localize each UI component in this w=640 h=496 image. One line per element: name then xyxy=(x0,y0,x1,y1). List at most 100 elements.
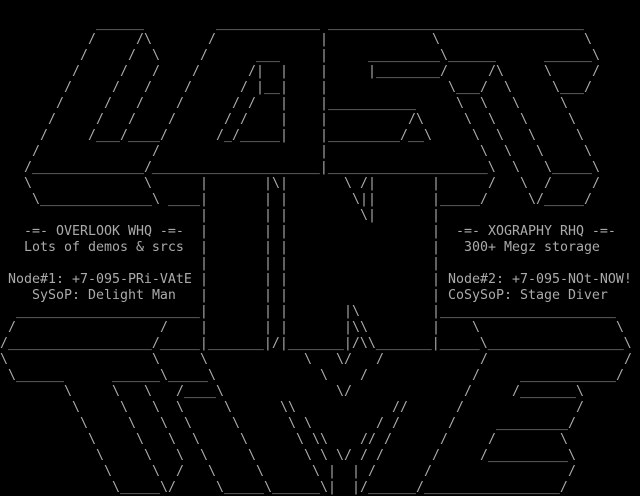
art-segment: \ xyxy=(152,464,160,479)
node2-title: -=- XOGRAPHY RHQ -=- xyxy=(456,224,616,239)
art-segment: \ xyxy=(152,352,160,367)
art-segment: | xyxy=(264,192,272,207)
art-segment: \ xyxy=(504,144,512,159)
art-segment: _____________ xyxy=(216,16,320,31)
art-segment: \ xyxy=(176,400,184,415)
art-segment: / xyxy=(472,368,480,383)
art-segment: | xyxy=(320,48,328,63)
art-segment: / xyxy=(424,464,432,479)
art-segment: | xyxy=(264,288,272,303)
art-segment: \ xyxy=(480,96,488,111)
art-segment: / xyxy=(40,128,48,143)
art-segment: | xyxy=(320,144,328,159)
art-segment: \ xyxy=(152,400,160,415)
art-segment: \ xyxy=(568,112,576,127)
art-segment: | xyxy=(280,112,288,127)
art-segment: / xyxy=(64,80,72,95)
art-segment: \ xyxy=(304,352,312,367)
art-segment: | xyxy=(200,288,208,303)
art-segment: \\ xyxy=(312,432,328,447)
art-segment: / xyxy=(440,432,448,447)
art-segment: ______\_____\ xyxy=(112,368,216,383)
art-segment: \ xyxy=(144,384,152,399)
art-segment: \ xyxy=(184,416,192,431)
art-segment: / xyxy=(176,96,184,111)
art-segment: / xyxy=(88,32,96,47)
art-segment: / xyxy=(568,464,576,479)
art-segment: / xyxy=(112,80,120,95)
art-segment: / xyxy=(376,416,384,431)
art-segment: /\ xyxy=(408,112,424,127)
node1-title: -=- OVERLOOK WHQ -=- xyxy=(24,224,184,239)
art-segment: / xyxy=(456,400,464,415)
art-segment: |__| xyxy=(256,80,288,95)
art-segment: \_____\/ xyxy=(112,480,176,495)
art-segment: / xyxy=(480,352,488,367)
art-segment: // xyxy=(360,432,376,447)
art-segment: \ xyxy=(288,416,296,431)
art-segment: | xyxy=(280,288,288,303)
art-segment: / xyxy=(208,32,216,47)
art-segment: / xyxy=(624,352,632,367)
art-segment: /__________________/_____|_______|/|____… xyxy=(0,336,632,351)
art-segment: \ xyxy=(472,320,480,335)
art-segment: ____________/ xyxy=(520,368,624,383)
art-segment: | xyxy=(200,240,208,255)
art-segment: / xyxy=(96,112,104,127)
art-segment: /______________/_____________________|__… xyxy=(24,160,496,175)
art-segment: / xyxy=(8,320,16,335)
node1-description: Lots of demos & srcs xyxy=(24,240,184,255)
art-segment: \ xyxy=(256,464,264,479)
art-segment: / xyxy=(592,176,600,191)
art-segment: /__________\ xyxy=(480,448,576,463)
art-segment: \/_____/ xyxy=(528,192,592,207)
node2-phone: Node#2: +7-095-NOt-NOW! xyxy=(448,272,632,287)
art-segment: |\ xyxy=(344,304,360,319)
art-segment: | xyxy=(280,96,288,111)
art-segment: \ xyxy=(80,416,88,431)
art-segment: \| xyxy=(360,208,376,223)
art-segment: \|| xyxy=(352,192,376,207)
art-segment: | xyxy=(320,64,328,79)
art-segment: \ xyxy=(472,128,480,143)
art-segment: \ xyxy=(456,96,464,111)
art-segment: / xyxy=(392,416,400,431)
art-segment: | xyxy=(320,32,328,47)
art-segment: \ xyxy=(72,400,80,415)
art-segment: / xyxy=(448,416,456,431)
art-segment: \ xyxy=(144,176,152,191)
art-segment: |\| xyxy=(264,176,288,191)
art-segment: \_____\ xyxy=(544,160,600,175)
art-segment: / xyxy=(72,64,80,79)
art-segment: / xyxy=(576,400,584,415)
art-segment: / xyxy=(120,64,128,79)
art-segment: / xyxy=(160,320,168,335)
art-segment: \ xyxy=(520,176,528,191)
art-segment: \ xyxy=(304,448,312,463)
art-segment: / xyxy=(128,112,136,127)
art-segment: /\ xyxy=(488,64,504,79)
art-segment: | xyxy=(280,192,288,207)
art-segment: \______ xyxy=(8,368,64,383)
art-segment: / xyxy=(152,64,160,79)
art-segment: |___________ xyxy=(320,96,416,111)
art-segment: // xyxy=(392,400,408,415)
art-segment: \ xyxy=(512,160,520,175)
art-segment: \ xyxy=(312,464,320,479)
art-segment: | xyxy=(200,320,208,335)
art-segment: / xyxy=(232,96,240,111)
art-segment: / xyxy=(80,48,88,63)
art-segment: | xyxy=(432,240,440,255)
art-segment: \ xyxy=(480,144,488,159)
art-segment: / xyxy=(168,112,176,127)
art-segment: | xyxy=(200,176,208,191)
art-segment: \_____\______\| xyxy=(216,480,336,495)
art-segment: | xyxy=(264,208,272,223)
art-segment: |_____/ xyxy=(432,192,488,207)
art-segment: \ xyxy=(24,176,32,191)
art-segment: \ xyxy=(136,432,144,447)
art-segment: | xyxy=(264,304,272,319)
art-segment: /___/____/ xyxy=(88,128,168,143)
art-segment: ____| xyxy=(168,192,208,207)
art-segment: | xyxy=(432,256,440,271)
